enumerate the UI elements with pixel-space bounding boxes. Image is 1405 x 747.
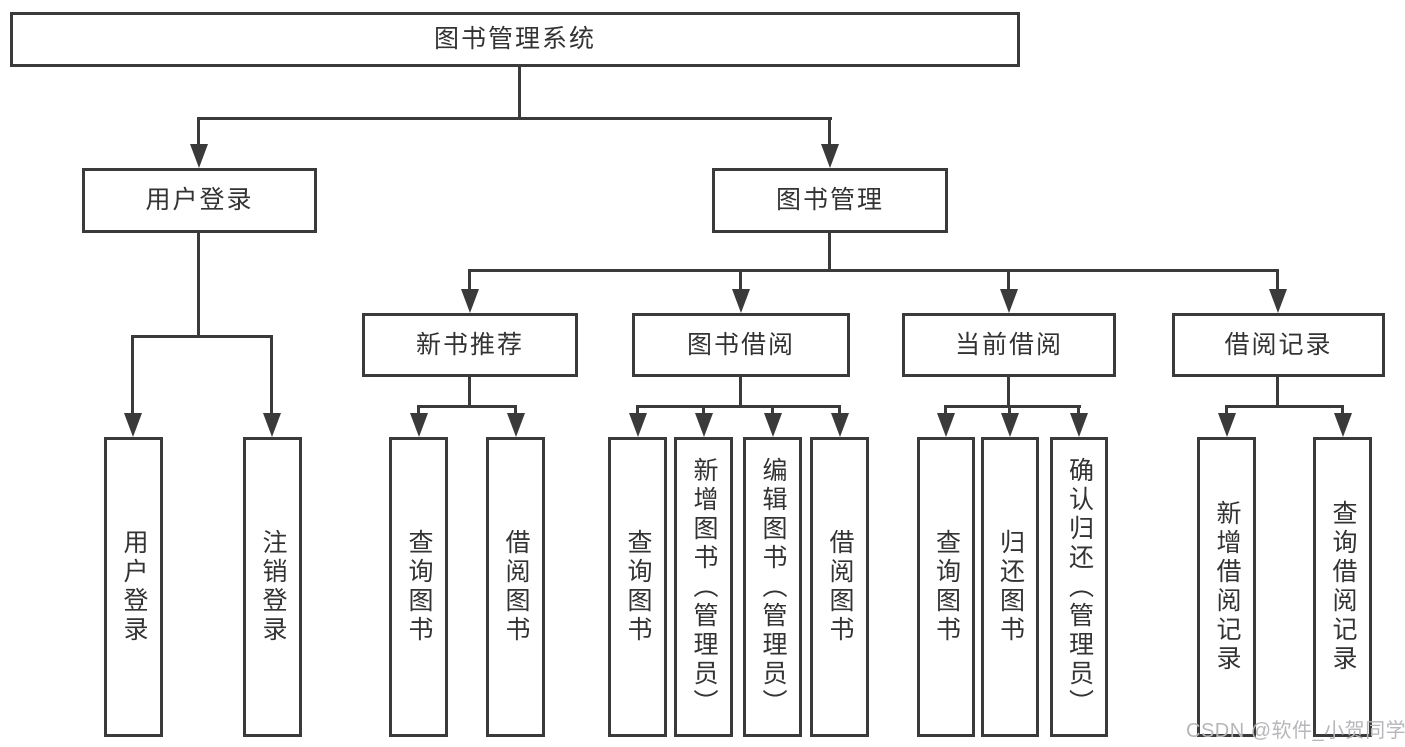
leaf-query-books-borrowing: 查询图书: [608, 437, 667, 737]
connector-line: [518, 67, 521, 118]
connector-line: [828, 233, 831, 270]
connector-line: [131, 335, 134, 416]
watermark-csdn: CSDN @软件_小贺同学: [1186, 720, 1405, 742]
node-label: 查询图书: [624, 529, 652, 645]
leaf-borrow-books-recommendation: 借阅图书: [486, 437, 545, 737]
node-label: 图书管理系统: [433, 25, 596, 53]
node-label: 归还图书: [996, 529, 1025, 645]
connector-line: [197, 117, 832, 120]
connector-line: [1276, 377, 1279, 407]
leaf-confirm-return-admin: 确认归还（管理员）: [1050, 437, 1108, 737]
connector-line: [1008, 405, 1011, 415]
connector-line: [1225, 405, 1344, 408]
connector-line: [468, 377, 471, 407]
connector-line: [417, 405, 517, 408]
connector-line: [417, 405, 420, 415]
node-label: 新增图书（管理员）: [690, 456, 718, 718]
arrowhead-down-icon: [1000, 289, 1018, 313]
arrowhead-down-icon: [190, 144, 208, 168]
node-borrowing-records: 借阅记录: [1172, 313, 1385, 377]
node-label: 用户登录: [120, 529, 148, 645]
arrowhead-down-icon: [1001, 413, 1019, 437]
node-label: 借阅图书: [826, 529, 854, 645]
node-book-management: 图书管理: [712, 168, 948, 233]
connector-line: [771, 405, 774, 415]
arrowhead-down-icon: [507, 413, 525, 437]
node-label: 查询借阅记录: [1329, 500, 1357, 674]
node-label: 查询图书: [932, 529, 961, 645]
connector-line: [197, 233, 200, 336]
arrowhead-down-icon: [732, 289, 750, 313]
arrowhead-down-icon: [410, 413, 428, 437]
arrowhead-down-icon: [1070, 413, 1088, 437]
leaf-return-books: 归还图书: [981, 437, 1039, 737]
leaf-query-books-current: 查询图书: [917, 437, 975, 737]
node-label: 编辑图书（管理员）: [759, 456, 787, 718]
connector-line: [1007, 377, 1010, 407]
arrowhead-down-icon: [937, 413, 955, 437]
node-label: 查询图书: [405, 529, 433, 645]
arrowhead-down-icon: [629, 413, 647, 437]
connector-line: [1341, 405, 1344, 415]
connector-line: [1007, 269, 1010, 292]
connector-line: [197, 117, 200, 148]
connector-line: [1077, 405, 1080, 415]
node-label: 注销登录: [259, 529, 287, 645]
arrowhead-down-icon: [1334, 413, 1352, 437]
leaf-edit-books-admin: 编辑图书（管理员）: [743, 437, 802, 737]
arrowhead-down-icon: [764, 413, 782, 437]
connector-line: [636, 405, 639, 415]
connector-line: [739, 377, 742, 407]
connector-line: [1276, 269, 1279, 292]
node-label: 图书管理: [775, 186, 884, 214]
node-label: 图书借阅: [686, 330, 795, 359]
leaf-add-books-admin: 新增图书（管理员）: [674, 437, 733, 737]
leaf-logout-login: 注销登录: [243, 437, 302, 737]
node-label: 借阅图书: [502, 529, 530, 645]
connector-line: [636, 405, 841, 408]
connector-line: [514, 405, 517, 415]
connector-line: [1225, 405, 1228, 415]
leaf-user-login: 用户登录: [104, 437, 163, 737]
arrowhead-down-icon: [263, 413, 281, 437]
connector-line: [739, 269, 742, 292]
connector-line: [944, 405, 947, 415]
arrowhead-down-icon: [461, 289, 479, 313]
connector-line: [838, 405, 841, 415]
connector-line: [944, 405, 1081, 408]
node-new-book-recommendation: 新书推荐: [362, 313, 578, 377]
arrowhead-down-icon: [831, 413, 849, 437]
arrowhead-down-icon: [124, 413, 142, 437]
connector-line: [131, 335, 273, 338]
node-book-borrowing: 图书借阅: [632, 313, 850, 377]
node-user-login: 用户登录: [82, 168, 317, 233]
leaf-add-borrow-record: 新增借阅记录: [1197, 437, 1256, 737]
node-label: 新增借阅记录: [1213, 500, 1241, 674]
connector-line: [702, 405, 705, 415]
leaf-query-borrow-record: 查询借阅记录: [1313, 437, 1372, 737]
arrowhead-down-icon: [1269, 289, 1287, 313]
arrowhead-down-icon: [695, 413, 713, 437]
node-label: 借阅记录: [1224, 330, 1333, 359]
leaf-query-books-recommendation: 查询图书: [389, 437, 448, 737]
node-label: 新书推荐: [415, 330, 524, 359]
connector-line: [468, 269, 1279, 272]
node-current-borrowing: 当前借阅: [902, 313, 1116, 377]
node-label: 确认归还（管理员）: [1065, 456, 1094, 718]
connector-line: [270, 335, 273, 416]
node-library-management-system: 图书管理系统: [10, 12, 1020, 67]
node-label: 当前借阅: [954, 330, 1063, 359]
arrowhead-down-icon: [821, 144, 839, 168]
connector-line: [828, 117, 831, 148]
arrowhead-down-icon: [1218, 413, 1236, 437]
leaf-borrow-books-borrowing: 借阅图书: [810, 437, 869, 737]
connector-line: [468, 269, 471, 292]
node-label: 用户登录: [145, 186, 254, 214]
